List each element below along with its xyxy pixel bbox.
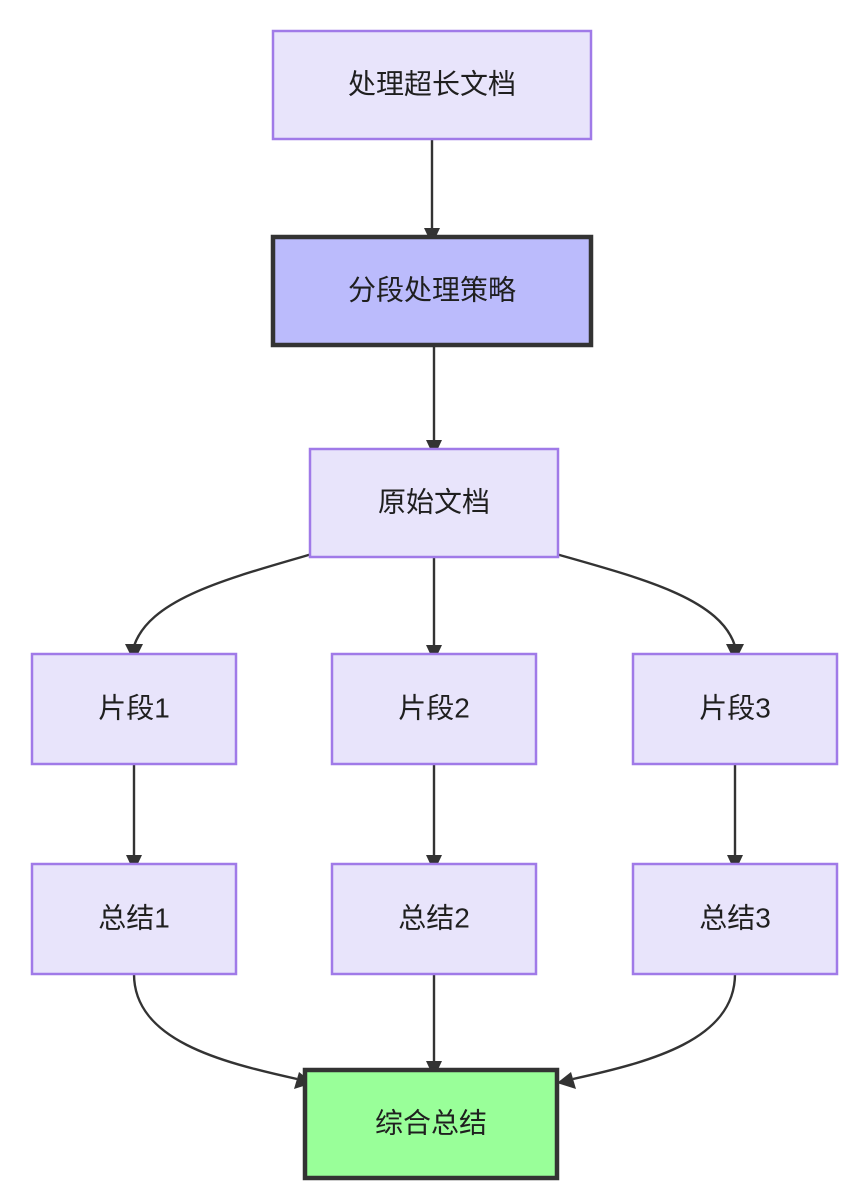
edge-n1-to-n2 — [424, 139, 440, 245]
edge-n3-to-n5 — [426, 557, 442, 662]
edge-n2-to-n3 — [426, 345, 442, 457]
edge-line — [132, 973, 298, 1081]
edge-n7-to-n10 — [132, 973, 313, 1089]
node-box[interactable] — [30, 862, 238, 976]
flow-node-n1[interactable]: 处理超长文档 — [271, 29, 593, 141]
edge-line — [555, 552, 737, 647]
flow-node-n5[interactable]: 片段2 — [330, 652, 538, 766]
node-label: 片段3 — [699, 692, 771, 723]
edge-n8-to-n10 — [426, 974, 442, 1078]
flow-node-n9[interactable]: 总结3 — [631, 862, 839, 976]
edge-n6-to-n9 — [727, 764, 743, 872]
node-box[interactable] — [308, 447, 560, 559]
flow-node-n3[interactable]: 原始文档 — [308, 447, 560, 559]
node-label: 片段1 — [98, 692, 170, 723]
flow-node-n6[interactable]: 片段3 — [631, 652, 839, 766]
flow-node-n10[interactable]: 综合总结 — [302, 1067, 560, 1181]
edge-n5-to-n8 — [426, 764, 442, 872]
flow-node-n7[interactable]: 总结1 — [30, 862, 238, 976]
node-label: 总结2 — [398, 902, 470, 933]
node-label: 处理超长文档 — [348, 68, 516, 99]
flow-node-n4[interactable]: 片段1 — [30, 652, 238, 766]
edge-line — [132, 552, 313, 647]
node-box[interactable] — [330, 862, 538, 976]
edge-n9-to-n10 — [557, 973, 737, 1089]
node-label: 片段2 — [398, 692, 470, 723]
arrowhead-icon — [557, 1072, 576, 1089]
node-label: 总结3 — [699, 902, 771, 933]
node-label: 综合总结 — [375, 1107, 487, 1138]
node-box[interactable] — [330, 652, 538, 766]
edge-n4-to-n7 — [126, 764, 142, 872]
node-box[interactable] — [271, 29, 593, 141]
node-label: 原始文档 — [378, 486, 490, 517]
node-label: 总结1 — [98, 902, 170, 933]
edge-line — [572, 973, 737, 1081]
flow-node-n2[interactable]: 分段处理策略 — [270, 234, 594, 348]
node-box[interactable] — [631, 862, 839, 976]
node-label: 分段处理策略 — [348, 274, 516, 305]
node-box[interactable] — [302, 1067, 560, 1181]
flow-node-n8[interactable]: 总结2 — [330, 862, 538, 976]
node-box[interactable] — [631, 652, 839, 766]
edge-n3-to-n4 — [125, 552, 313, 662]
node-box[interactable] — [270, 234, 594, 348]
node-box[interactable] — [30, 652, 238, 766]
edge-n3-to-n6 — [555, 552, 744, 662]
